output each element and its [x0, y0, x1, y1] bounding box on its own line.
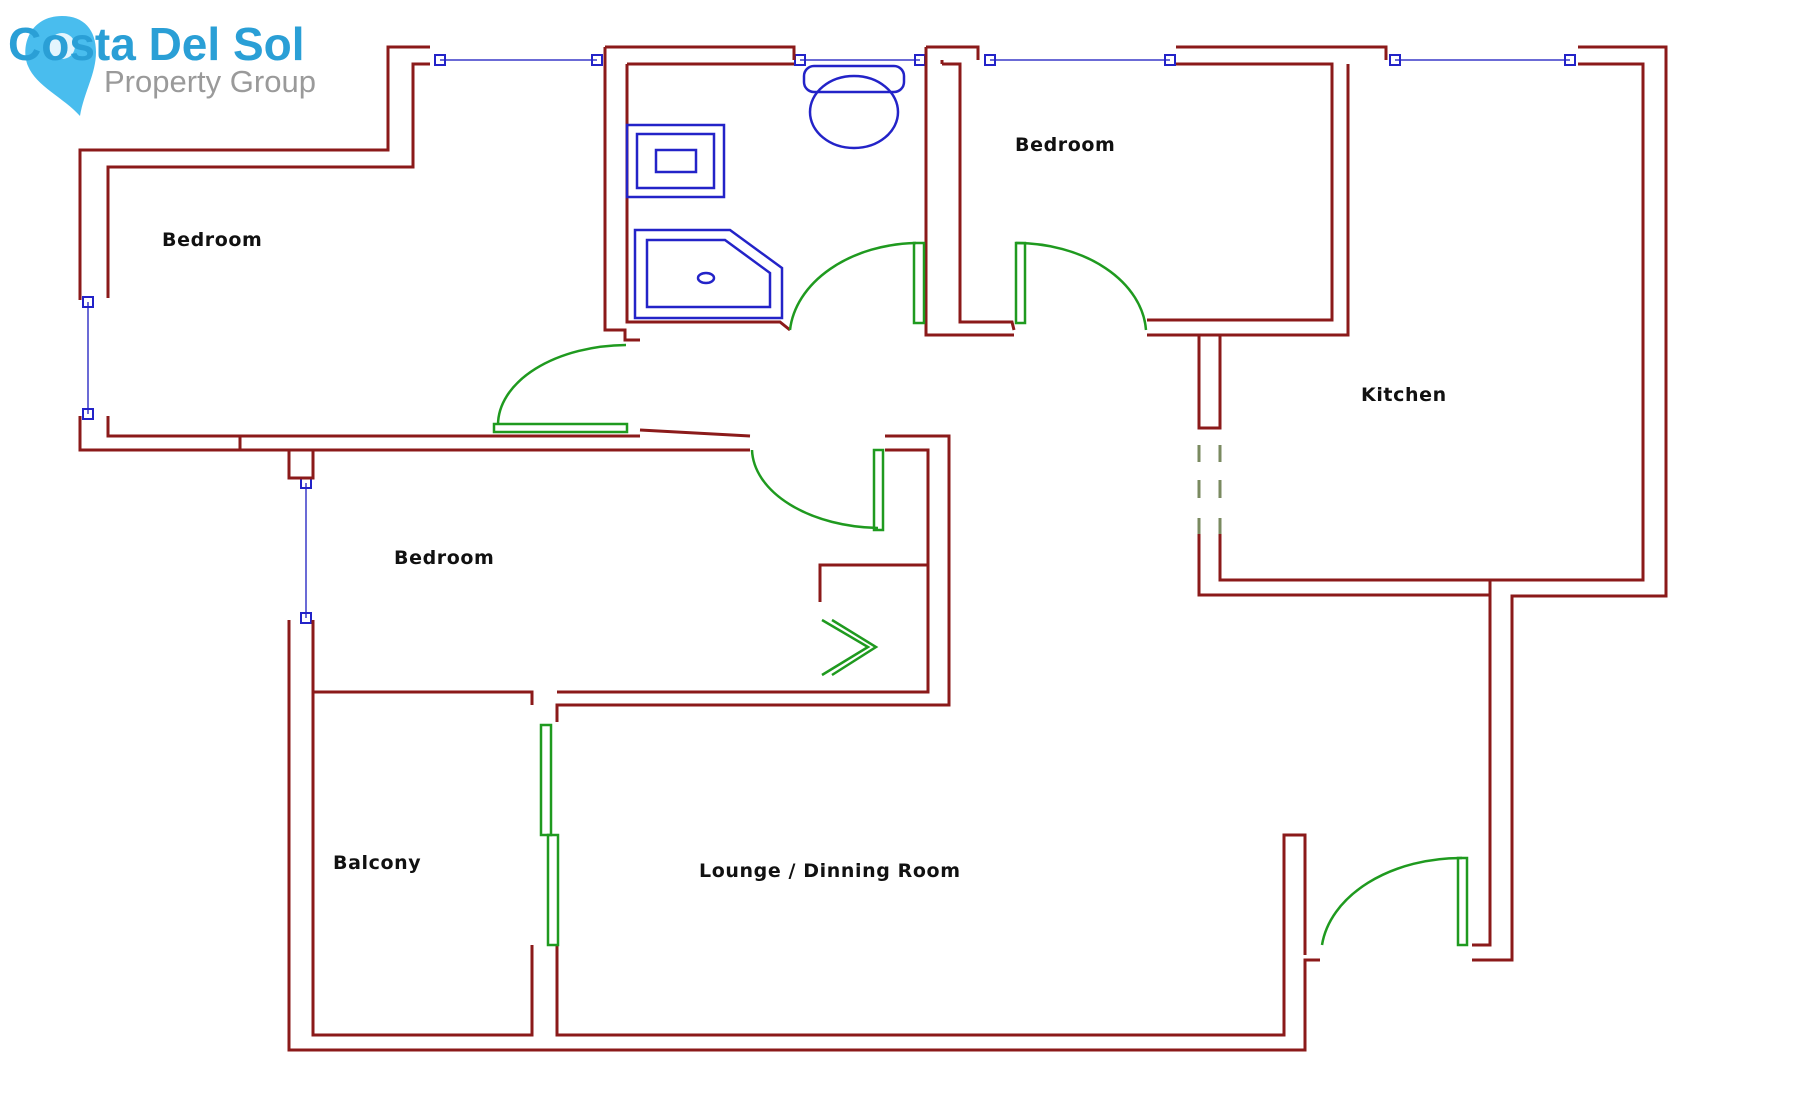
window-cap	[82, 296, 94, 308]
walls	[78, 45, 1668, 1052]
wall-outline	[1472, 45, 1668, 962]
window-cap	[1389, 54, 1401, 66]
wall-outline	[1176, 45, 1388, 60]
door-leaf	[912, 241, 926, 325]
room-label-bedroom-top-left: Bedroom	[162, 229, 262, 251]
wall-outline	[926, 45, 980, 60]
wall-outline	[287, 450, 315, 480]
wall-outline	[287, 620, 1320, 1052]
door-swing-arc	[1015, 241, 1148, 331]
wall-outline	[924, 47, 1014, 337]
wall-outline	[818, 540, 930, 602]
balcony-sliding-door	[546, 833, 560, 947]
room-label-balcony: Balcony	[333, 852, 421, 874]
wall-outline	[1197, 335, 1222, 430]
door-leaf	[1456, 856, 1469, 947]
window-cap	[434, 54, 446, 66]
balcony-sliding-door	[539, 723, 553, 837]
wall-outline	[1218, 534, 1490, 582]
wall-outline	[1147, 62, 1334, 322]
window-cap	[300, 612, 312, 624]
wall-outline	[605, 45, 796, 60]
window-cap	[984, 54, 996, 66]
room-label-bedroom-middle: Bedroom	[394, 547, 494, 569]
brand-logo: Costa Del Sol Property Group	[8, 16, 316, 116]
washbasin-icon	[625, 123, 726, 199]
doors	[492, 241, 1469, 947]
window-cap	[1164, 54, 1176, 66]
wall-outline	[603, 47, 640, 342]
wall-outline	[942, 62, 1016, 331]
wall-outline	[639, 428, 751, 438]
brand-tagline: Property Group	[104, 64, 316, 99]
wall-outline	[78, 45, 430, 300]
toilet-icon	[802, 64, 906, 150]
wall-outline	[106, 62, 430, 298]
door-swing-arc	[788, 241, 917, 331]
wall-outline	[311, 692, 534, 1037]
wall-outline	[1147, 64, 1350, 337]
brand-name: Costa Del Sol	[8, 18, 305, 70]
shower-tray-icon	[633, 228, 784, 320]
bathroom-fixtures	[625, 64, 906, 320]
wall-outline	[78, 416, 242, 452]
closet-door	[821, 618, 871, 677]
room-label-bedroom-top-middle: Bedroom	[1015, 134, 1115, 156]
wall-outline	[1197, 534, 1490, 597]
window-cap	[82, 408, 94, 420]
window-cap	[591, 54, 603, 66]
map-pin-icon	[25, 16, 96, 116]
door-leaf	[872, 448, 885, 532]
room-labels: Bedroom Bedroom Kitchen Bedroom Balcony …	[162, 134, 1447, 882]
kitchen-opening	[1197, 445, 1222, 534]
wall-outline	[555, 833, 1307, 1037]
windows	[82, 54, 1576, 624]
wall-outline	[557, 448, 930, 694]
door-leaf	[1014, 241, 1027, 325]
window-cap	[1564, 54, 1576, 66]
door-swing-arc	[496, 343, 627, 426]
door-swing-arc	[750, 449, 879, 530]
room-label-kitchen: Kitchen	[1361, 384, 1447, 406]
room-label-lounge: Lounge / Dinning Room	[699, 860, 961, 882]
wall-outline	[555, 434, 951, 722]
closet-door	[831, 618, 879, 677]
wall-outline	[1472, 62, 1645, 947]
wall-outline	[311, 620, 534, 705]
door-swing-arc	[1320, 856, 1463, 946]
door-leaf	[492, 422, 629, 434]
